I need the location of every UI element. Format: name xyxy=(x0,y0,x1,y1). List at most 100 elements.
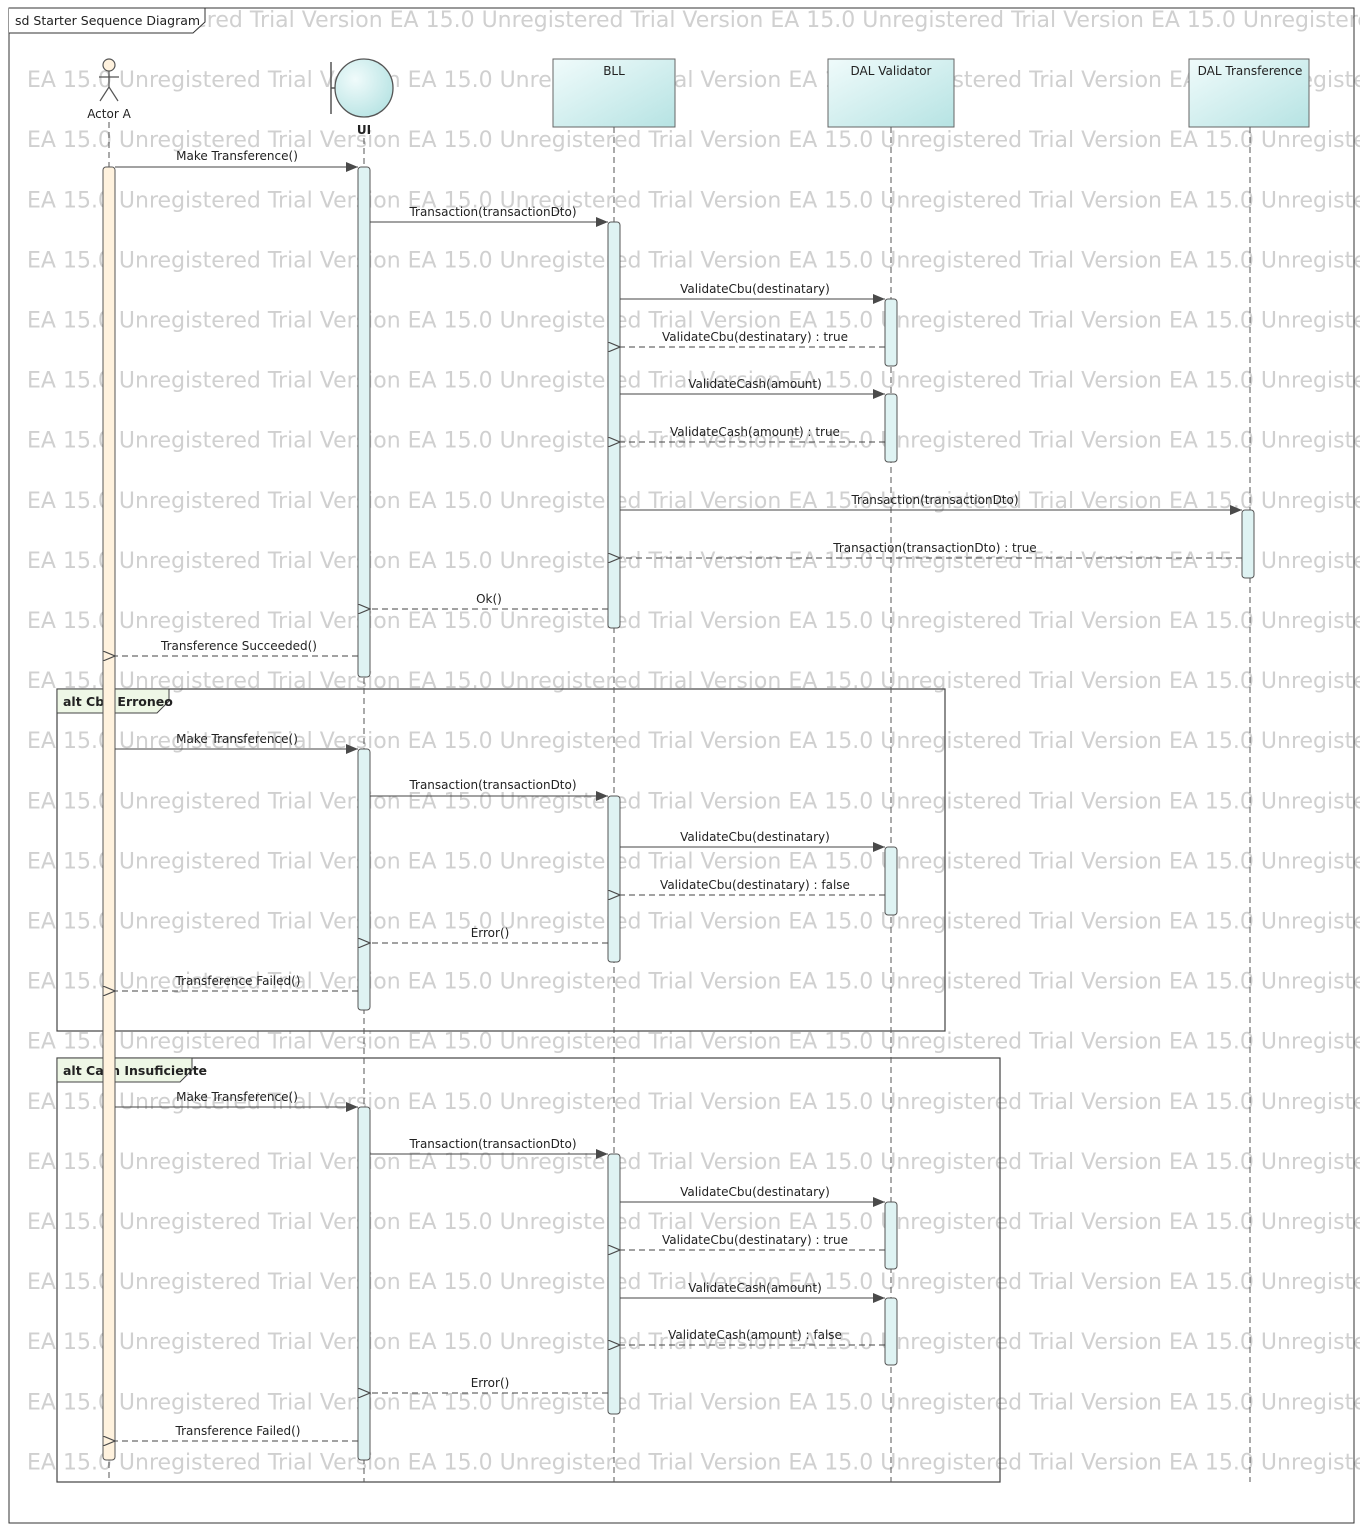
lifeline-name: BLL xyxy=(603,64,625,78)
message-label: Transaction(transactionDto) xyxy=(850,493,1018,507)
message-label: Error() xyxy=(471,1376,510,1390)
watermark-text: EA 15.0 Unregistered Trial Version EA 15… xyxy=(27,789,1360,814)
message: ValidateCbu(destinatary) : false xyxy=(620,878,885,895)
activation-bar xyxy=(884,846,898,916)
message: Error() xyxy=(370,1376,608,1393)
lifeline-name: UI xyxy=(357,123,371,137)
message-label: ValidateCbu(destinatary) xyxy=(680,282,830,296)
message-label: ValidateCbu(destinatary) xyxy=(680,830,830,844)
message: ValidateCbu(destinatary) xyxy=(620,282,885,304)
fragment-label: alt Cbu Erroneo xyxy=(63,694,173,709)
lifeline-dal-transference[interactable]: DAL Transference xyxy=(1188,58,1310,128)
lifeline-name: DAL Transference xyxy=(1198,64,1303,78)
watermark-text: EA 15.0 Unregistered Trial Version EA 15… xyxy=(27,849,1360,874)
message: Make Transference() xyxy=(115,732,358,754)
watermark-text: EA 15.0 Unregistered Trial Version EA 15… xyxy=(27,729,1360,754)
message: Transaction(transactionDto) xyxy=(620,493,1242,515)
activation-bar xyxy=(357,166,371,678)
watermark-text: EA 15.0 Unregistered Trial Version EA 15… xyxy=(27,1450,1360,1475)
message: Transference Failed() xyxy=(115,974,358,991)
lifeline-dal-validator[interactable]: DAL Validator xyxy=(827,58,955,128)
lifeline-bll[interactable]: BLL xyxy=(552,58,676,128)
message-label: Ok() xyxy=(476,592,502,606)
activation-bar xyxy=(884,298,898,367)
lifeline-actor-a[interactable]: Actor A xyxy=(87,58,132,121)
watermark-text: EA 15.0 Unregistered Trial Version EA 15… xyxy=(27,1090,1360,1115)
message: Make Transference() xyxy=(115,1090,358,1112)
fragment-alt-cash-insuficiente: alt Cash Insuficiente xyxy=(56,1057,1001,1483)
lifeline-head xyxy=(552,58,676,128)
lifeline-head xyxy=(827,58,955,128)
lifeline-name: DAL Validator xyxy=(851,64,932,78)
activation-bar xyxy=(884,1201,898,1270)
message: Transference Succeeded() xyxy=(115,639,358,656)
watermark-text: EA 15.0 Unregistered Trial Version EA 15… xyxy=(9,8,1360,33)
message-label: Transaction(transactionDto) xyxy=(408,205,576,219)
message-label: Transaction(transactionDto) xyxy=(408,778,576,792)
watermark-text: EA 15.0 Unregistered Trial Version EA 15… xyxy=(27,549,1360,574)
message-label: ValidateCash(amount) xyxy=(688,377,822,391)
watermark-text: EA 15.0 Unregistered Trial Version EA 15… xyxy=(27,68,1360,93)
message: Make Transference() xyxy=(115,149,358,172)
message-label: ValidateCbu(destinatary) : false xyxy=(660,878,850,892)
watermark-text: EA 15.0 Unregistered Trial Version EA 15… xyxy=(27,188,1360,213)
message-label: Transaction(transactionDto) : true xyxy=(832,541,1036,555)
watermark-layer: EA 15.0 Unregistered Trial Version EA 15… xyxy=(9,8,1360,1475)
watermark-text: EA 15.0 Unregistered Trial Version EA 15… xyxy=(27,1330,1360,1355)
message: Transaction(transactionDto) xyxy=(370,1137,608,1159)
message: ValidateCbu(destinatary) : true xyxy=(620,330,885,347)
activation-bar xyxy=(607,221,621,629)
message-label: Make Transference() xyxy=(176,149,298,163)
message: ValidateCbu(destinatary) : true xyxy=(620,1233,885,1250)
message: ValidateCbu(destinatary) xyxy=(620,1185,885,1207)
watermark-text: EA 15.0 Unregistered Trial Version EA 15… xyxy=(27,128,1360,153)
actor-icon xyxy=(99,58,119,102)
lifeline-ui[interactable]: UI xyxy=(330,58,394,137)
watermark-text: EA 15.0 Unregistered Trial Version EA 15… xyxy=(27,1030,1360,1055)
message: ValidateCbu(destinatary) xyxy=(620,830,885,852)
watermark-text: EA 15.0 Unregistered Trial Version EA 15… xyxy=(27,248,1360,273)
fragment-label: alt Cash Insuficiente xyxy=(63,1063,207,1078)
watermark-text: EA 15.0 Unregistered Trial Version EA 15… xyxy=(27,429,1360,454)
watermark-text: EA 15.0 Unregistered Trial Version EA 15… xyxy=(27,669,1360,694)
message-label: ValidateCbu(destinatary) : true xyxy=(662,1233,848,1247)
watermark-text: EA 15.0 Unregistered Trial Version EA 15… xyxy=(27,1390,1360,1415)
messages: Make Transference() Transaction(transact… xyxy=(115,149,1242,1441)
activation-bar xyxy=(607,1153,621,1415)
message-label: ValidateCash(amount) : true xyxy=(670,425,840,439)
message-label: ValidateCash(amount) xyxy=(688,1281,822,1295)
lifeline-head xyxy=(1188,58,1310,128)
activation-bar xyxy=(884,1297,898,1366)
watermark-text: EA 15.0 Unregistered Trial Version EA 15… xyxy=(27,910,1360,935)
activation-bar xyxy=(1241,509,1255,579)
message-label: Make Transference() xyxy=(176,1090,298,1104)
message: ValidateCash(amount) : false xyxy=(620,1328,885,1345)
message: Transference Failed() xyxy=(115,1424,358,1441)
watermark-text: EA 15.0 Unregistered Trial Version EA 15… xyxy=(27,1210,1360,1235)
activation-bar xyxy=(102,166,116,1461)
message: ValidateCash(amount) xyxy=(620,377,885,399)
message-label: Transaction(transactionDto) xyxy=(408,1137,576,1151)
message-label: Transference Succeeded() xyxy=(160,639,317,653)
message-label: ValidateCbu(destinatary) xyxy=(680,1185,830,1199)
message-label: ValidateCbu(destinatary) : true xyxy=(662,330,848,344)
message-label: Transference Failed() xyxy=(175,1424,301,1438)
activation-bar xyxy=(884,393,898,463)
watermark-text: EA 15.0 Unregistered Trial Version EA 15… xyxy=(27,970,1360,995)
frame-title: sd Starter Sequence Diagram xyxy=(15,13,200,28)
message: ValidateCash(amount) xyxy=(620,1281,885,1303)
watermark-text: EA 15.0 Unregistered Trial Version EA 15… xyxy=(27,309,1360,334)
message: Transaction(transactionDto) : true xyxy=(620,541,1242,558)
message: Error() xyxy=(370,926,608,943)
message: Transaction(transactionDto) xyxy=(370,205,608,227)
message-label: ValidateCash(amount) : false xyxy=(668,1328,842,1342)
watermark-text: EA 15.0 Unregistered Trial Version EA 15… xyxy=(27,1270,1360,1295)
message-label: Transference Failed() xyxy=(175,974,301,988)
activation-bar xyxy=(357,1106,371,1461)
activation-bar xyxy=(607,795,621,963)
watermark-text: EA 15.0 Unregistered Trial Version EA 15… xyxy=(27,609,1360,634)
message: Ok() xyxy=(370,592,608,609)
message-label: Make Transference() xyxy=(176,732,298,746)
watermark-text: EA 15.0 Unregistered Trial Version EA 15… xyxy=(27,1150,1360,1175)
